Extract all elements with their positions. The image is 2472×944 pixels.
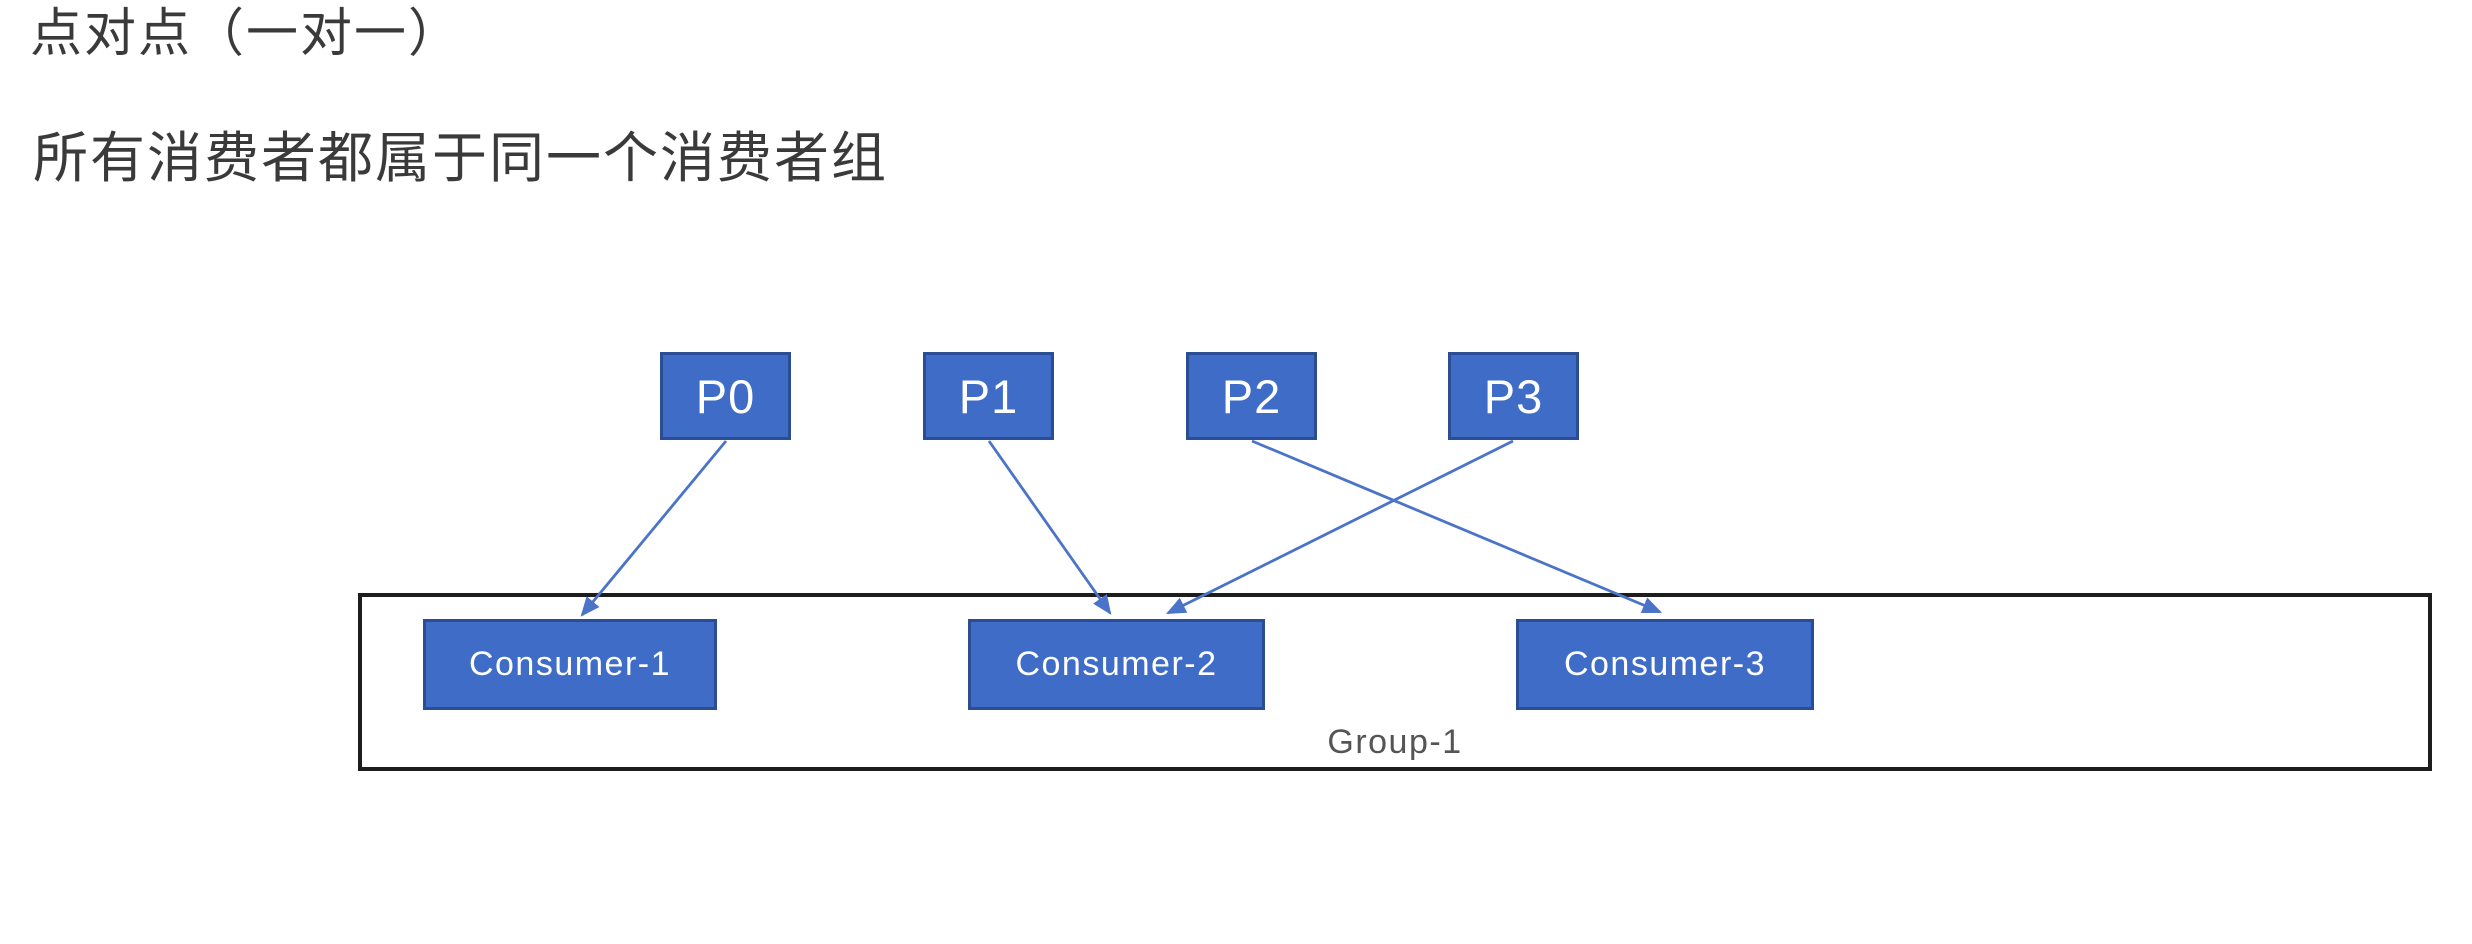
arrow-p1-to-consumer-2 [987,440,1112,615]
group-label: Group-1 [1327,723,1463,761]
partition-box-p0: P0 [660,352,791,440]
slide-title: 点对点（一对一） [30,5,463,63]
partition-box-p1: P1 [923,352,1054,440]
arrow-p2-to-consumer-3 [1251,439,1663,614]
arrow-p3-to-consumer-2 [1165,439,1514,615]
consumer-box-2: Consumer-2 [968,619,1265,710]
arrow-p0-to-consumer-1 [580,440,728,617]
consumer-box-1: Consumer-1 [423,619,717,710]
slide-subtitle: 所有消费者都属于同一个消费者组 [33,127,889,189]
consumer-box-3: Consumer-3 [1516,619,1814,710]
partition-box-p2: P2 [1186,352,1317,440]
partition-box-p3: P3 [1448,352,1579,440]
